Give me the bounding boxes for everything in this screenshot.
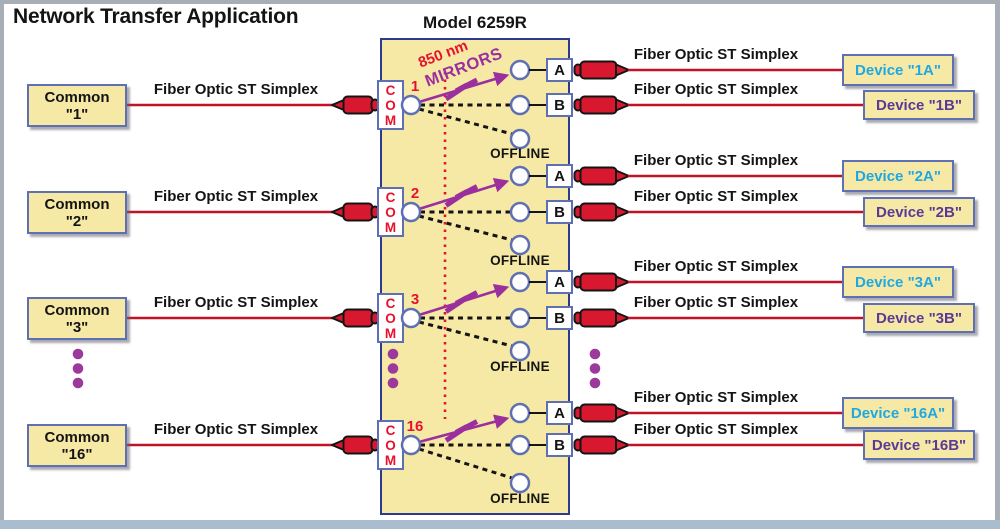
frame-border-left	[0, 0, 4, 529]
path-to-offline-dashed-line	[418, 214, 513, 242]
st-connector-icon	[615, 205, 630, 219]
st-connector-icon	[615, 169, 630, 183]
path-to-offline-dashed-line	[418, 320, 513, 348]
com-port-circle	[400, 94, 422, 116]
st-connector-icon	[615, 63, 630, 77]
st-connector-icon	[615, 311, 630, 325]
st-connector-icon	[615, 438, 630, 452]
st-connector-icon	[615, 275, 630, 289]
ellipsis-dot	[387, 348, 399, 360]
lightning-bolt-icon	[444, 77, 479, 102]
model-title: Model 6259R	[423, 13, 527, 32]
frame-border-bottom	[0, 520, 1000, 529]
offline-port-circle	[509, 472, 531, 494]
com-port-circle	[400, 307, 422, 329]
frame-border-top	[0, 0, 1000, 4]
page-title: Network Transfer Application	[13, 5, 299, 28]
lightning-bolt-icon	[444, 184, 479, 208]
ellipsis-dot	[387, 377, 399, 389]
com-port-circle	[400, 201, 422, 223]
st-connector-icon	[615, 406, 630, 420]
ellipsis-dot	[589, 348, 601, 360]
lightning-bolt-icon	[444, 290, 479, 314]
ellipsis-dot	[589, 377, 601, 389]
ellipsis-dot	[72, 363, 84, 374]
st-connector-icon	[615, 98, 630, 112]
offline-port-circle	[509, 234, 531, 256]
ellipsis-dot	[589, 363, 601, 374]
ellipsis-dot	[72, 348, 84, 360]
ellipsis-dot	[72, 377, 84, 389]
frame-border-right	[995, 0, 1000, 529]
lightning-bolt-icon	[444, 419, 479, 443]
ellipsis-dot	[387, 363, 399, 374]
path-to-offline-dashed-line	[418, 107, 513, 136]
offline-port-circle	[509, 340, 531, 362]
com-port-circle	[400, 434, 422, 456]
offline-port-circle	[509, 128, 531, 150]
path-to-offline-dashed-line	[418, 447, 513, 480]
